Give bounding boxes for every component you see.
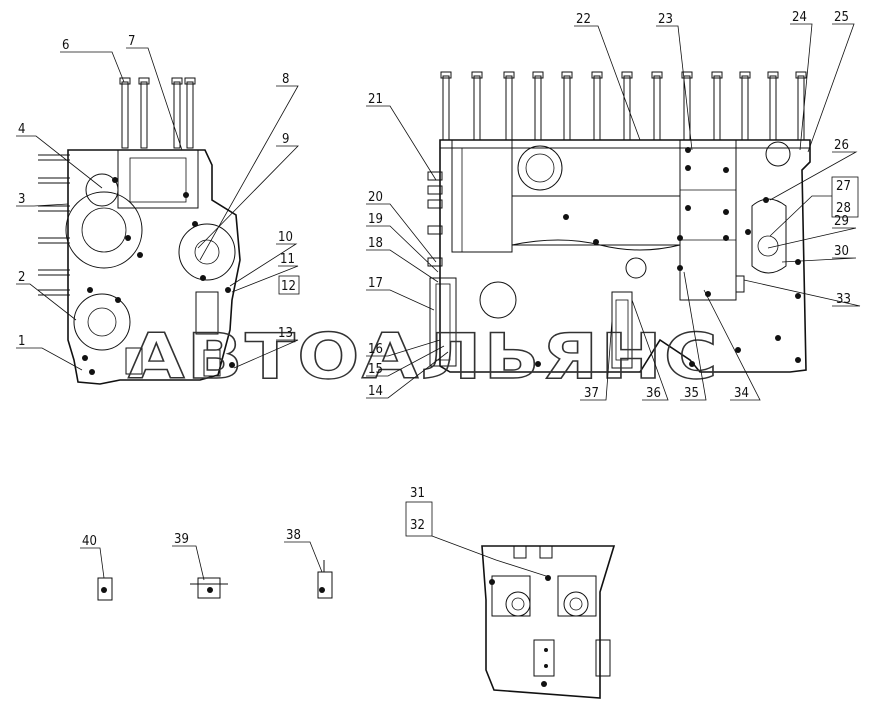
- callout-39: 39: [174, 532, 189, 547]
- callout-20: 20: [368, 190, 383, 205]
- callout-28: 28: [836, 201, 851, 216]
- callout-2: 2: [18, 270, 25, 285]
- callout-24: 24: [792, 10, 807, 25]
- callout-21: 21: [368, 92, 383, 107]
- callout-3: 3: [18, 192, 25, 207]
- callout-15: 15: [368, 362, 383, 377]
- callout-36: 36: [646, 386, 661, 401]
- callout-33: 33: [836, 292, 851, 307]
- callout-29: 29: [834, 214, 849, 229]
- front-view-housing: [38, 77, 241, 385]
- callout-labels: 1 2 3 4 6 7 8 9 10 11 12 13 14 15 16 17 …: [18, 10, 851, 549]
- callout-7: 7: [128, 34, 135, 49]
- detail-view-31-32: [481, 545, 616, 699]
- callout-23: 23: [658, 12, 673, 27]
- detail-view-39: [190, 577, 228, 599]
- callout-16: 16: [368, 342, 383, 357]
- callout-8: 8: [282, 72, 289, 87]
- callout-6: 6: [62, 38, 69, 53]
- callout-1: 1: [18, 334, 25, 349]
- callout-12: 12: [281, 279, 296, 294]
- callout-17: 17: [368, 276, 383, 291]
- callout-38: 38: [286, 528, 301, 543]
- callout-13: 13: [278, 326, 293, 341]
- callout-10: 10: [278, 230, 293, 245]
- callout-31: 31: [410, 486, 425, 501]
- callout-26: 26: [834, 138, 849, 153]
- callout-32: 32: [410, 518, 425, 533]
- callout-25: 25: [834, 10, 849, 25]
- callout-30: 30: [834, 244, 849, 259]
- callout-22: 22: [576, 12, 591, 27]
- detail-view-40: [97, 577, 113, 601]
- callout-11: 11: [280, 252, 295, 267]
- leader-lines: [16, 23, 861, 581]
- callout-14: 14: [368, 384, 383, 399]
- callout-4: 4: [18, 122, 25, 137]
- callout-27: 27: [836, 179, 851, 194]
- callout-37: 37: [584, 386, 599, 401]
- callout-40: 40: [82, 534, 97, 549]
- watermark-text: АВТОАЛЬЯНС: [128, 320, 720, 393]
- callout-9: 9: [282, 132, 289, 147]
- callout-35: 35: [684, 386, 699, 401]
- callout-34: 34: [734, 386, 749, 401]
- side-view-block: [427, 71, 811, 373]
- callout-18: 18: [368, 236, 383, 251]
- detail-view-38: [317, 560, 333, 599]
- callout-19: 19: [368, 212, 383, 227]
